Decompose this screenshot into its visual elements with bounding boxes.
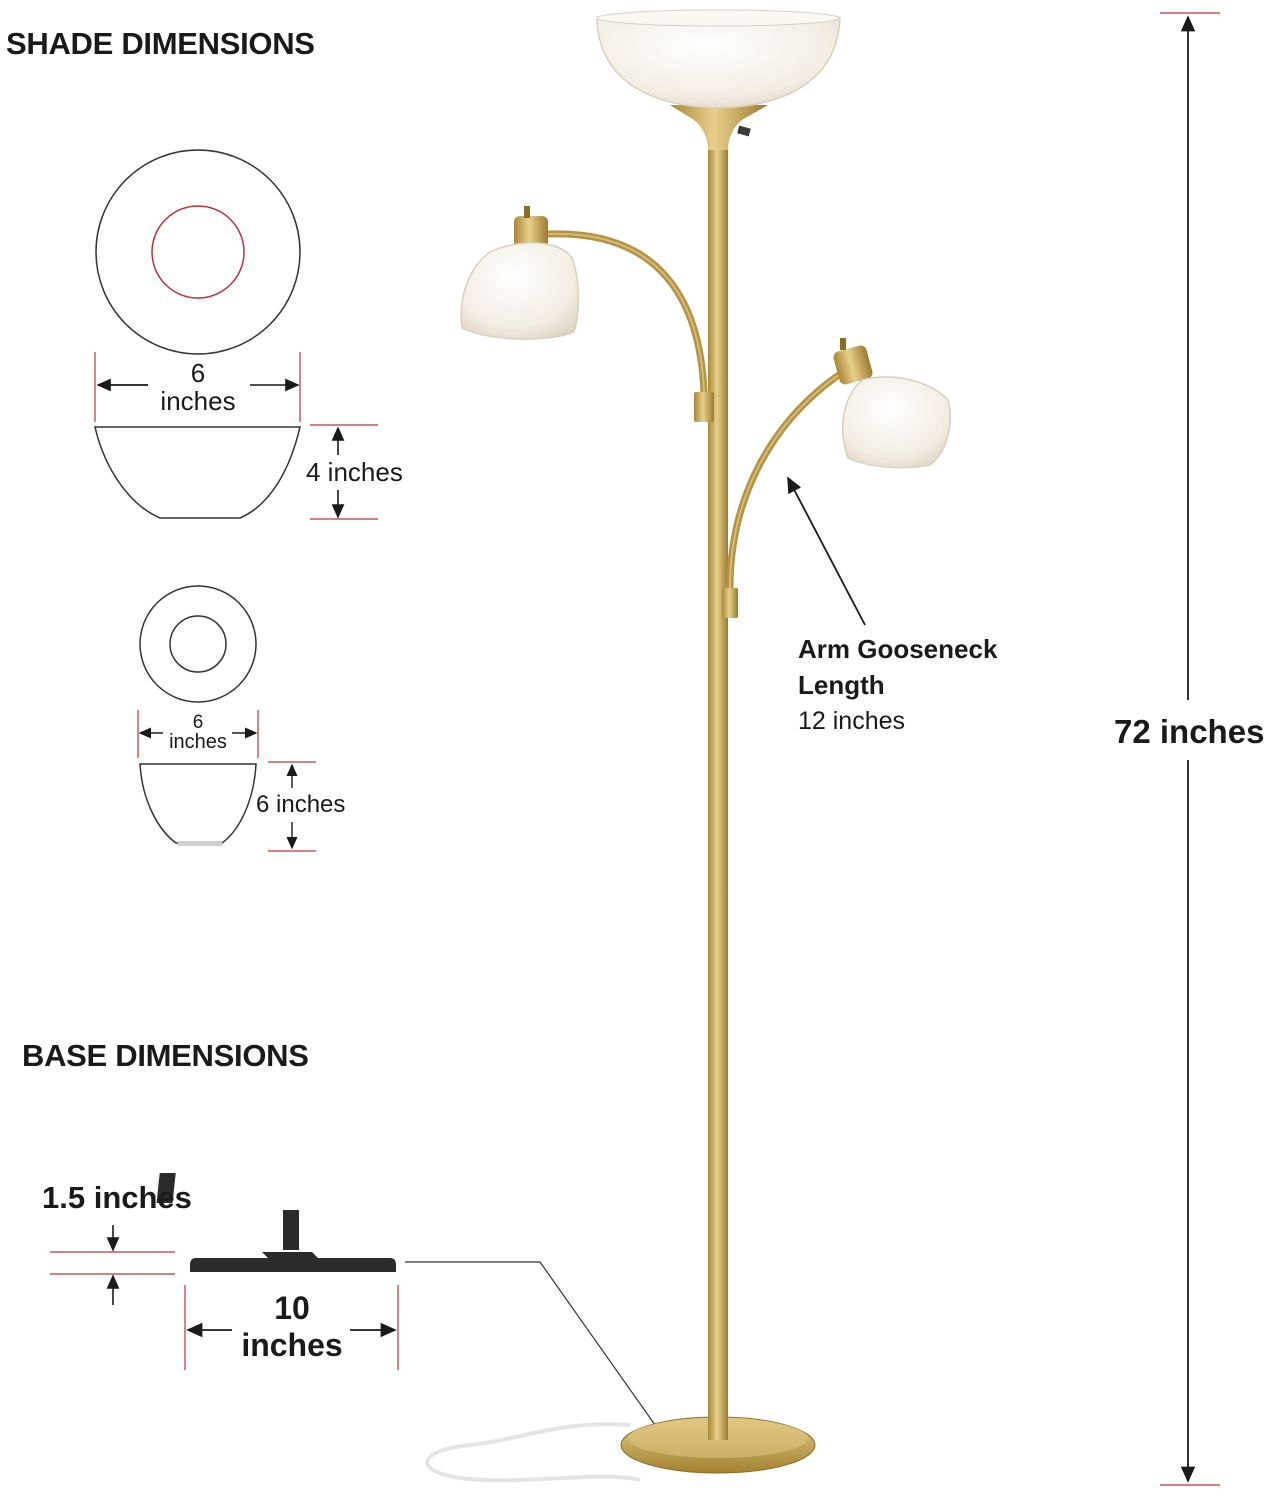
gooseneck-length: 12 inches [798,707,906,735]
small-shade-width-value: 6 [192,712,204,733]
base-leader-line [405,1261,661,1433]
floor-lamp-illustration [425,9,952,1483]
small-shade-width-unit: inches [169,731,227,753]
total-height-label: 72 inches [1114,713,1265,750]
base-width-unit: inches [241,1327,343,1363]
base-dimensions-heading: BASE DIMENSIONS [22,1038,309,1073]
small-shade-diagram [137,585,316,852]
base-height: 1.5 inches [42,1180,192,1215]
gooseneck-pointer-arrow [787,476,866,626]
right-shade [842,376,952,469]
large-shade-diagram [94,149,378,520]
total-height-dimension [1160,12,1220,1486]
large-shade-width-unit: inches [160,386,236,416]
shade-dimensions-heading: SHADE DIMENSIONS [6,26,315,61]
left-shade [460,242,580,340]
large-shade-height: 4 inches [306,457,403,487]
gooseneck-title-line2: Length [798,670,885,700]
small-shade-top-outer [139,585,257,703]
base-pole-stub-lower [283,1210,299,1250]
large-shade-width-value: 6 [190,358,206,388]
base-pole-stub-upper [156,1173,176,1203]
base-width-value: 10 [274,1290,310,1326]
main-pole [708,130,728,1410]
gooseneck-title-line1: Arm Gooseneck [798,634,998,664]
large-shade-top-inner [151,205,245,299]
small-shade-profile [139,763,257,844]
large-shade-profile [94,426,301,519]
torchiere-cup [670,105,768,150]
power-cord [425,1422,641,1483]
large-shade-top-outer [95,149,301,355]
base-profile [190,1252,396,1272]
small-shade-height: 6 inches [256,791,346,818]
small-shade-top-inner [169,615,227,673]
